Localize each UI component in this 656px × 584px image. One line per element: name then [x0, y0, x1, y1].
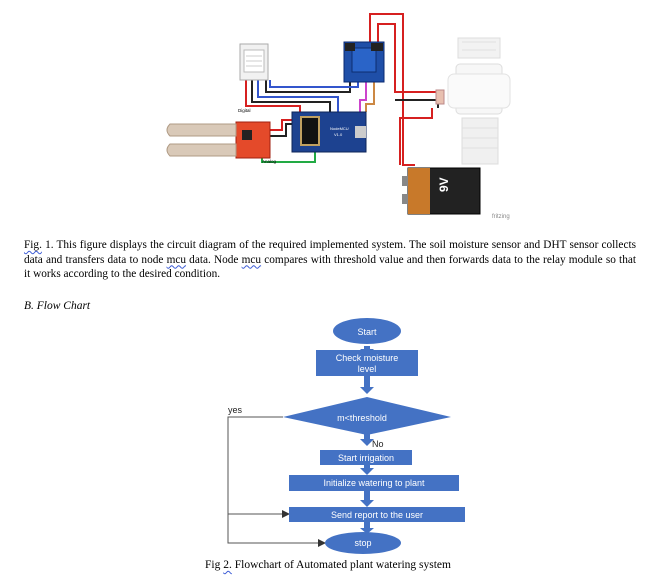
send-report-label: Send report to the user: [331, 510, 423, 520]
start-irrigation-label: Start irrigation: [338, 453, 394, 463]
section-heading: B. Flow Chart: [24, 300, 91, 312]
nodemcu-board: NodeMCU V1.0: [291, 111, 367, 153]
soil-moisture-sensor: Digital Analog: [166, 108, 277, 164]
yes-label: yes: [228, 405, 243, 415]
figure1-caption: Fig. 1. This figure displays the circuit…: [24, 238, 636, 282]
decision-label: m<threshold: [337, 413, 387, 423]
start-node: [333, 318, 401, 344]
dht-sensor: [239, 43, 269, 81]
caption1-text1: 1. This figure displays the circuit diag…: [24, 239, 636, 266]
water-valve: [435, 37, 511, 165]
check-moisture-box: [316, 350, 418, 376]
send-report-box: [289, 507, 465, 522]
battery-9v: 9V: [402, 167, 481, 215]
caption2-fig: Fig: [205, 559, 221, 571]
caption1-mcu1: mcu: [166, 253, 187, 266]
analog-label: Analog: [262, 159, 277, 164]
check-line2: level: [358, 364, 377, 374]
check-line1: Check moisture: [336, 353, 399, 363]
battery-label: 9V: [437, 177, 451, 192]
caption1-fig: Fig.: [24, 239, 42, 251]
circuit-diagram: NodeMCU V1.0 Digital Analog 9V fritzing: [166, 13, 511, 220]
caption1-mcu2: mcu: [241, 253, 262, 266]
no-label: No: [372, 439, 384, 449]
flowchart: Start Check moisture level m<threshold y…: [227, 318, 465, 554]
decision-diamond: [283, 397, 451, 435]
caption1-text2: data. Node: [186, 253, 242, 266]
initialize-watering-box: [289, 475, 459, 491]
caption1-text3: compares with threshold value and then f…: [24, 253, 636, 281]
initialize-label: Initialize watering to plant: [323, 478, 425, 488]
digital-label: Digital: [238, 108, 251, 113]
caption2-text: Flowchart of Automated plant watering sy…: [231, 559, 451, 571]
figure2-caption: Fig 2. Flowchart of Automated plant wate…: [0, 559, 656, 571]
stop-label: stop: [354, 538, 371, 548]
fritzing-watermark: fritzing: [492, 214, 510, 220]
start-irrigation-box: [320, 450, 412, 465]
relay-module: [343, 41, 385, 83]
svg-text:NodeMCU: NodeMCU: [330, 126, 349, 131]
caption2-num: 2.: [223, 559, 232, 571]
svg-text:V1.0: V1.0: [334, 132, 343, 137]
start-label: Start: [357, 327, 377, 337]
stop-node: [325, 532, 401, 554]
